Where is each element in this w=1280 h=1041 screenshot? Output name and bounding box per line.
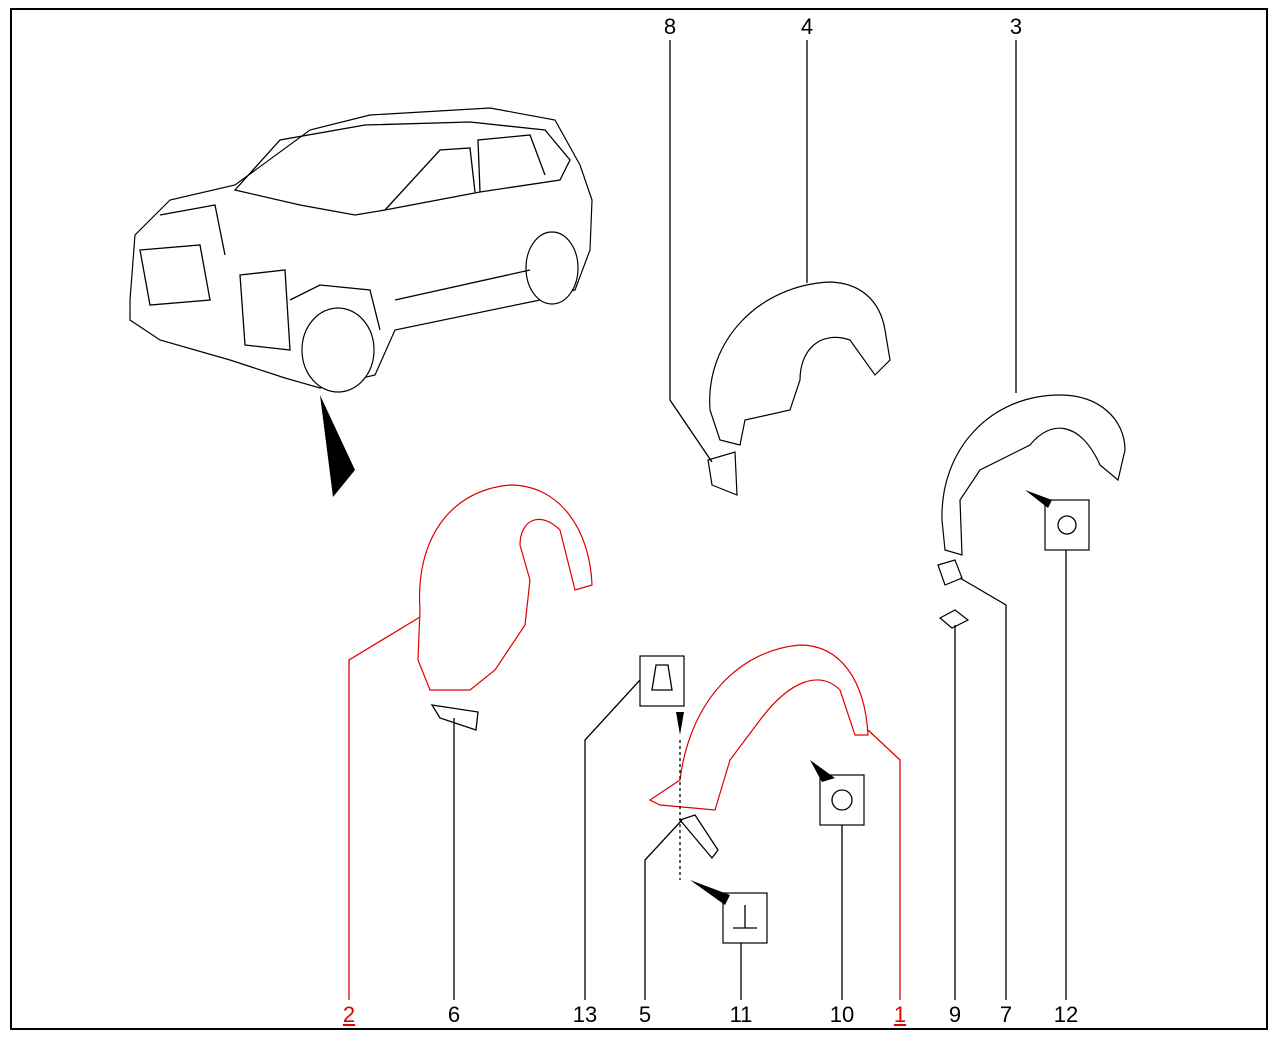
part-3-liner xyxy=(941,394,1126,556)
callout-4[interactable]: 4 xyxy=(800,14,814,39)
part-10-box xyxy=(819,774,865,826)
callout-11[interactable]: 11 xyxy=(729,1002,753,1027)
view-arrow xyxy=(320,395,355,497)
part-2-liner xyxy=(417,484,593,691)
part-4-liner xyxy=(709,281,891,446)
callout-6[interactable]: 6 xyxy=(447,1002,461,1027)
callout-1[interactable]: 1 xyxy=(893,1002,907,1027)
callout-2[interactable]: 2 xyxy=(342,1002,356,1027)
part-13-box xyxy=(639,655,685,707)
part-8-bracket xyxy=(707,451,738,496)
part-5-strip xyxy=(678,814,719,860)
callout-5[interactable]: 5 xyxy=(638,1002,652,1027)
part-7-bracket xyxy=(937,559,963,586)
callout-12[interactable]: 12 xyxy=(1053,1002,1079,1027)
part-6-strip xyxy=(430,704,479,731)
part-1-liner xyxy=(648,644,869,811)
callout-7[interactable]: 7 xyxy=(999,1002,1013,1027)
diagram-frame xyxy=(10,8,1268,1030)
leader-lines xyxy=(348,40,1067,1000)
callout-8[interactable]: 8 xyxy=(663,14,677,39)
vehicle-illustration xyxy=(129,107,593,497)
part-12-box xyxy=(1044,499,1090,551)
callout-3[interactable]: 3 xyxy=(1009,14,1023,39)
callout-10[interactable]: 10 xyxy=(829,1002,855,1027)
callout-13[interactable]: 13 xyxy=(572,1002,598,1027)
part-9-nut xyxy=(938,609,970,629)
callout-9[interactable]: 9 xyxy=(948,1002,962,1027)
